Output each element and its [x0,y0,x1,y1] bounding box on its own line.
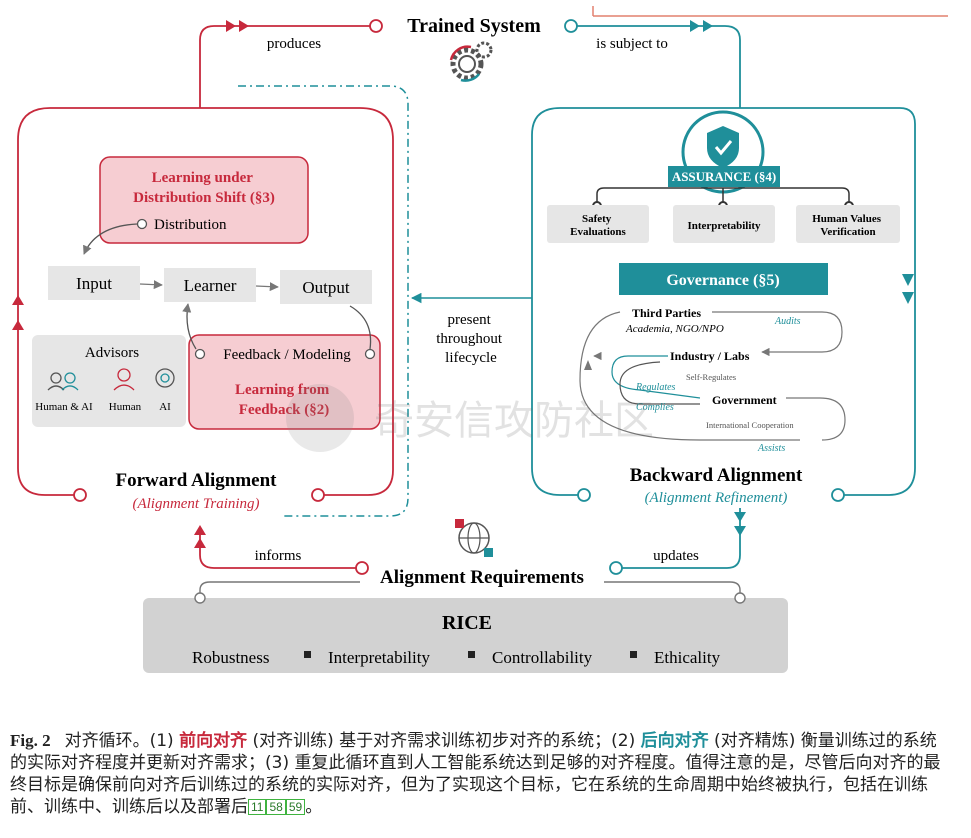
human-values-line2: Verification [820,226,875,238]
feedback-box [188,334,381,430]
feedback-modeling-label: Feedback / Modeling [223,347,351,363]
lifecycle-bracket [238,85,409,517]
backward-alignment-subtitle: (Alignment Refinement) [645,490,788,506]
watermark-text: 奇安信攻防社区 [374,398,654,443]
feedback-line2: Feedback (§2) [239,402,329,418]
output-label: Output [302,278,350,297]
caption-backward: 后向对齐 [640,731,709,751]
citation-link[interactable]: 58 [266,799,286,815]
safety-line2: Evaluations [570,226,626,238]
distribution-label: Distribution [154,217,227,233]
rice-robustness: Robustness [192,648,269,667]
rice-separator [468,651,475,658]
interpretability-label: Interpretability [687,220,761,232]
third-parties-label: Third Parties [632,306,701,320]
gear-icon [449,41,493,82]
third-parties-sub: Academia, NGO/NPO [625,323,724,335]
forward-alignment-subtitle: (Alignment Training) [132,496,259,512]
rice-separator [630,651,637,658]
advisors-title: Advisors [85,345,139,361]
globe-icon [455,519,493,557]
caption-end: 。 [305,797,323,817]
caption-part1: 对齐循环。(1) [64,731,180,751]
informs-label: informs [255,548,302,564]
alignment-requirements-title: Alignment Requirements [380,567,584,588]
caption-part2: (对齐训练) 基于对齐需求训练初步对齐的系统；(2) [247,731,641,751]
produces-label: produces [267,36,321,52]
subject-to-label: is subject to [596,36,668,52]
informs-connector [199,528,356,569]
present-line1: present [447,312,491,328]
regulates-label: Regulates [635,382,676,393]
distribution-shift-line2: Distribution Shift (§3) [133,190,275,206]
safety-evaluations-box [547,205,649,243]
updates-label: updates [653,548,699,564]
distribution-shift-box [99,156,309,244]
present-line2: throughout [436,331,503,347]
figure-caption: Fig. 2 对齐循环。(1) 前向对齐 (对齐训练) 基于对齐需求训练初步对齐的… [10,730,950,818]
complies-label: Complies [636,402,674,413]
governance-network [579,311,846,441]
rice-title: RICE [442,612,492,634]
audits-label: Audits [774,316,801,327]
rice-controllability: Controllability [492,648,593,667]
governance-label: Governance (§5) [666,272,779,289]
distribution-shift-line1: Learning under [152,170,254,186]
citation-link[interactable]: 11 [248,799,267,815]
rice-interpretability: Interpretability [328,648,430,667]
shield-check-icon [707,126,739,168]
human-values-line1: Human Values [812,213,881,225]
intl-coop-label: International Cooperation [706,420,794,430]
advisor-human: Human [109,401,142,413]
safety-line1: Safety [582,213,612,225]
rice-ethicality: Ethicality [654,648,721,667]
present-lifecycle-label: present throughout lifecycle [436,312,506,366]
feedback-title: Learning from Feedback (§2) [235,382,333,418]
assists-label: Assists [757,443,785,454]
advisor-ai: AI [159,401,171,413]
input-node [48,266,140,300]
human-icon [113,368,135,391]
human-values-label: Human Values Verification [812,213,884,238]
caption-part3: (对齐精炼) 衡量训练过的系统的实际对齐程度并更新对齐需求；(3) 重复此循环直… [10,731,941,817]
subject-to-connector [577,25,741,108]
advisors-box [32,335,186,427]
caption-forward: 前向对齐 [179,731,248,751]
backward-alignment-title: Backward Alignment [630,465,803,486]
feedback-line1: Learning from [235,382,330,398]
trained-system-title: Trained System [407,15,541,37]
updates-connector [622,508,741,569]
assurance-banner [668,166,780,187]
interpretability-box [673,205,775,243]
advisor-human-ai: Human & AI [35,401,93,413]
rice-separator [304,651,311,658]
caption-fig-label: Fig. 2 [10,731,51,750]
input-label: Input [76,274,112,293]
human-values-box [796,205,900,243]
forward-alignment-title: Forward Alignment [116,470,278,491]
human-ai-icon [47,372,79,391]
governance-banner [619,263,828,295]
watermark: 奇安信攻防社区 [286,384,654,452]
citation-link[interactable]: 59 [285,799,306,815]
produces-connector [199,25,370,108]
output-node [280,270,372,304]
government-label: Government [712,393,777,407]
learner-node [164,268,256,302]
assurance-label: ASSURANCE (§4) [672,169,776,184]
backward-alignment-frame [531,107,916,496]
distribution-shift-title: Learning under Distribution Shift (§3) [133,170,275,206]
safety-evaluations-label: Safety Evaluations [570,213,626,238]
self-regulates-label: Self-Regulates [686,372,736,382]
present-line3: lifecycle [445,350,497,366]
learner-label: Learner [184,276,237,295]
industry-label: Industry / Labs [670,349,750,363]
ai-icon [155,368,175,388]
